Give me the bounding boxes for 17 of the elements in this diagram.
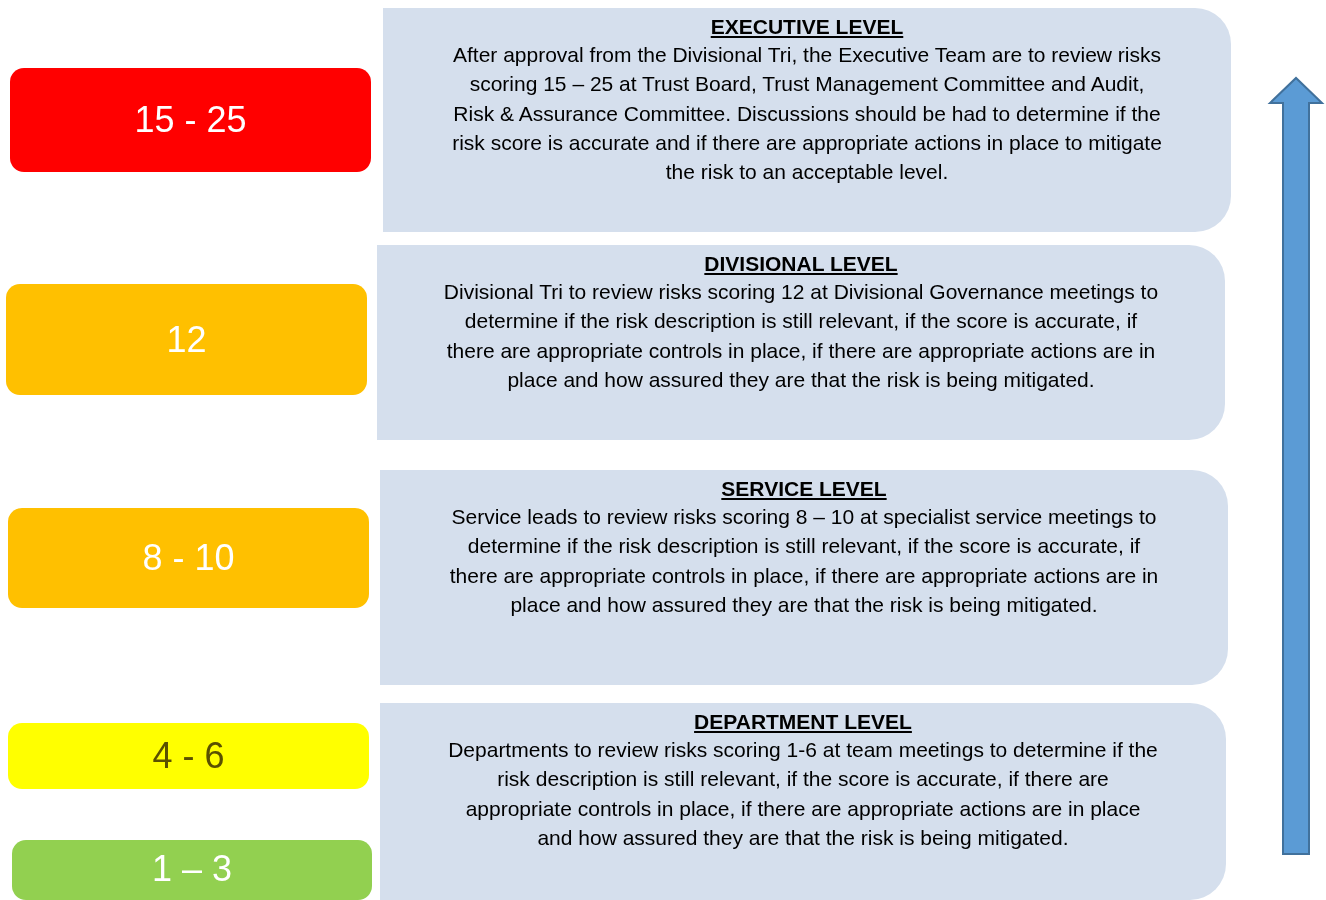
level-description: Departments to review risks scoring 1-6 at team meetings to determine if the risk description is still relevant, if the score is accurate, if there are appropriate controls in place, if there are appropriate actions are in place and how assured they are that the risk is being mitigated. xyxy=(447,737,1159,851)
review-level-panel xyxy=(377,245,1225,440)
risk-score-box: 15 - 25 xyxy=(10,68,371,172)
level-heading: DEPARTMENT LEVEL xyxy=(694,709,912,735)
risk-score-box: 4 - 6 xyxy=(8,723,369,789)
review-level-panel xyxy=(380,703,1226,900)
risk-score-box: 8 - 10 xyxy=(8,508,369,608)
level-heading: SERVICE LEVEL xyxy=(721,476,887,502)
review-level-panel xyxy=(380,470,1228,685)
level-heading: DIVISIONAL LEVEL xyxy=(704,251,898,277)
level-description: Service leads to review risks scoring 8 – 10 at specialist service meetings to determine if the risk description is still relevant, if the score is accurate, if there are appropriate controls in place, if there are appropriate actions are in place and how assured they are that the risk is being mitigated. xyxy=(448,504,1160,618)
risk-score-box: 1 – 3 xyxy=(12,840,372,900)
level-heading: EXECUTIVE LEVEL xyxy=(710,14,904,40)
level-description: Divisional Tri to review risks scoring 12 at Divisional Governance meetings to determine if the risk description is still relevant, if the score is accurate, if there are appropriate controls in place, if there are appropriate actions are in place and how assured they are that the risk is being mitigated. xyxy=(443,279,1159,393)
risk-score-box: 12 xyxy=(6,284,367,395)
review-level-panel xyxy=(383,8,1231,232)
level-description: After approval from the Divisional Tri, the Executive Team are to review risks scoring 15 – 25 at Trust Board, Trust Management Committee and Audit, Risk & Assurance Committee. Discussions should be had to determine if the risk score is accurate and if there are appropriate actions in place to mitigate the risk to an acceptable level. xyxy=(451,42,1163,186)
